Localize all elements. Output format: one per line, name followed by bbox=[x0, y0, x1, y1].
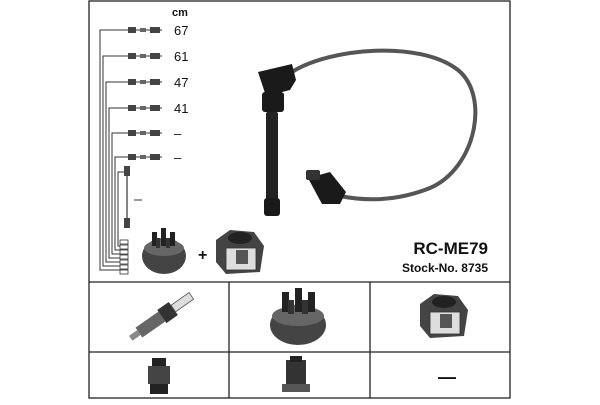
spark-plug-icon bbox=[129, 292, 195, 341]
ignition-coil-large-icon bbox=[420, 294, 468, 338]
length-label-6: – bbox=[174, 150, 182, 165]
distributor-cap-icon bbox=[142, 228, 186, 274]
length-label-4: 41 bbox=[174, 101, 189, 116]
wire-set-schematic bbox=[99, 29, 128, 271]
length-label-5: – bbox=[174, 126, 182, 141]
not-applicable-mark: — bbox=[438, 367, 456, 387]
length-label-2: 61 bbox=[174, 49, 189, 64]
distributor-cap-large-icon bbox=[270, 288, 326, 345]
vertical-lead bbox=[124, 166, 142, 228]
model-number: RC-ME79 bbox=[413, 239, 488, 258]
ignition-wire-icon bbox=[258, 48, 478, 216]
wire-row-4 bbox=[128, 105, 162, 111]
plus-sign: + bbox=[198, 247, 208, 264]
length-label-3: 47 bbox=[174, 75, 189, 90]
unit-label: cm bbox=[172, 7, 188, 19]
length-label-1: 67 bbox=[174, 23, 189, 38]
wire-row-3 bbox=[128, 79, 162, 85]
wire-rows bbox=[119, 27, 162, 275]
wire-row-2 bbox=[128, 53, 162, 59]
wire-row-5 bbox=[128, 130, 162, 136]
cap-connector-icon bbox=[282, 356, 310, 392]
stock-number: Stock-No. 8735 bbox=[401, 261, 488, 275]
ignition-coil-icon bbox=[216, 230, 264, 274]
frame-lines bbox=[88, 0, 511, 399]
outer-frame bbox=[88, 0, 511, 399]
wire-row-6 bbox=[128, 154, 162, 160]
plug-connector-icon bbox=[148, 358, 170, 394]
wire-row-1 bbox=[128, 27, 162, 33]
terminal-stack bbox=[119, 239, 129, 275]
